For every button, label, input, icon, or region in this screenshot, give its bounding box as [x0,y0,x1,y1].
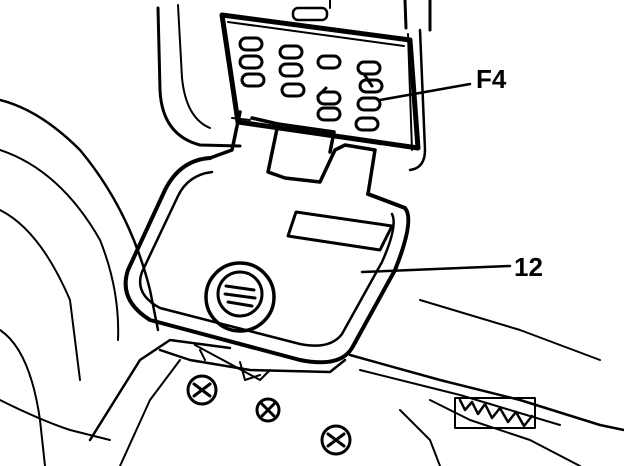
screw-icon [186,374,218,406]
fuse-row-4 [316,106,380,132]
callout-leader-12 [360,264,512,274]
fuse-box-cover [123,110,411,365]
screw-icon [255,397,281,423]
callout-label-12: 12 [514,252,543,282]
fuse-row-1 [238,36,382,76]
callout-leader-f4 [378,82,472,102]
fuse-row-3 [240,72,382,112]
fuse-panel [219,12,421,151]
callout-leaders [360,82,512,274]
fuse-row-2 [238,54,384,94]
fuse-f4-marker [316,72,374,98]
screw-icon [320,424,352,456]
callout-label-f4: F4 [476,64,507,94]
